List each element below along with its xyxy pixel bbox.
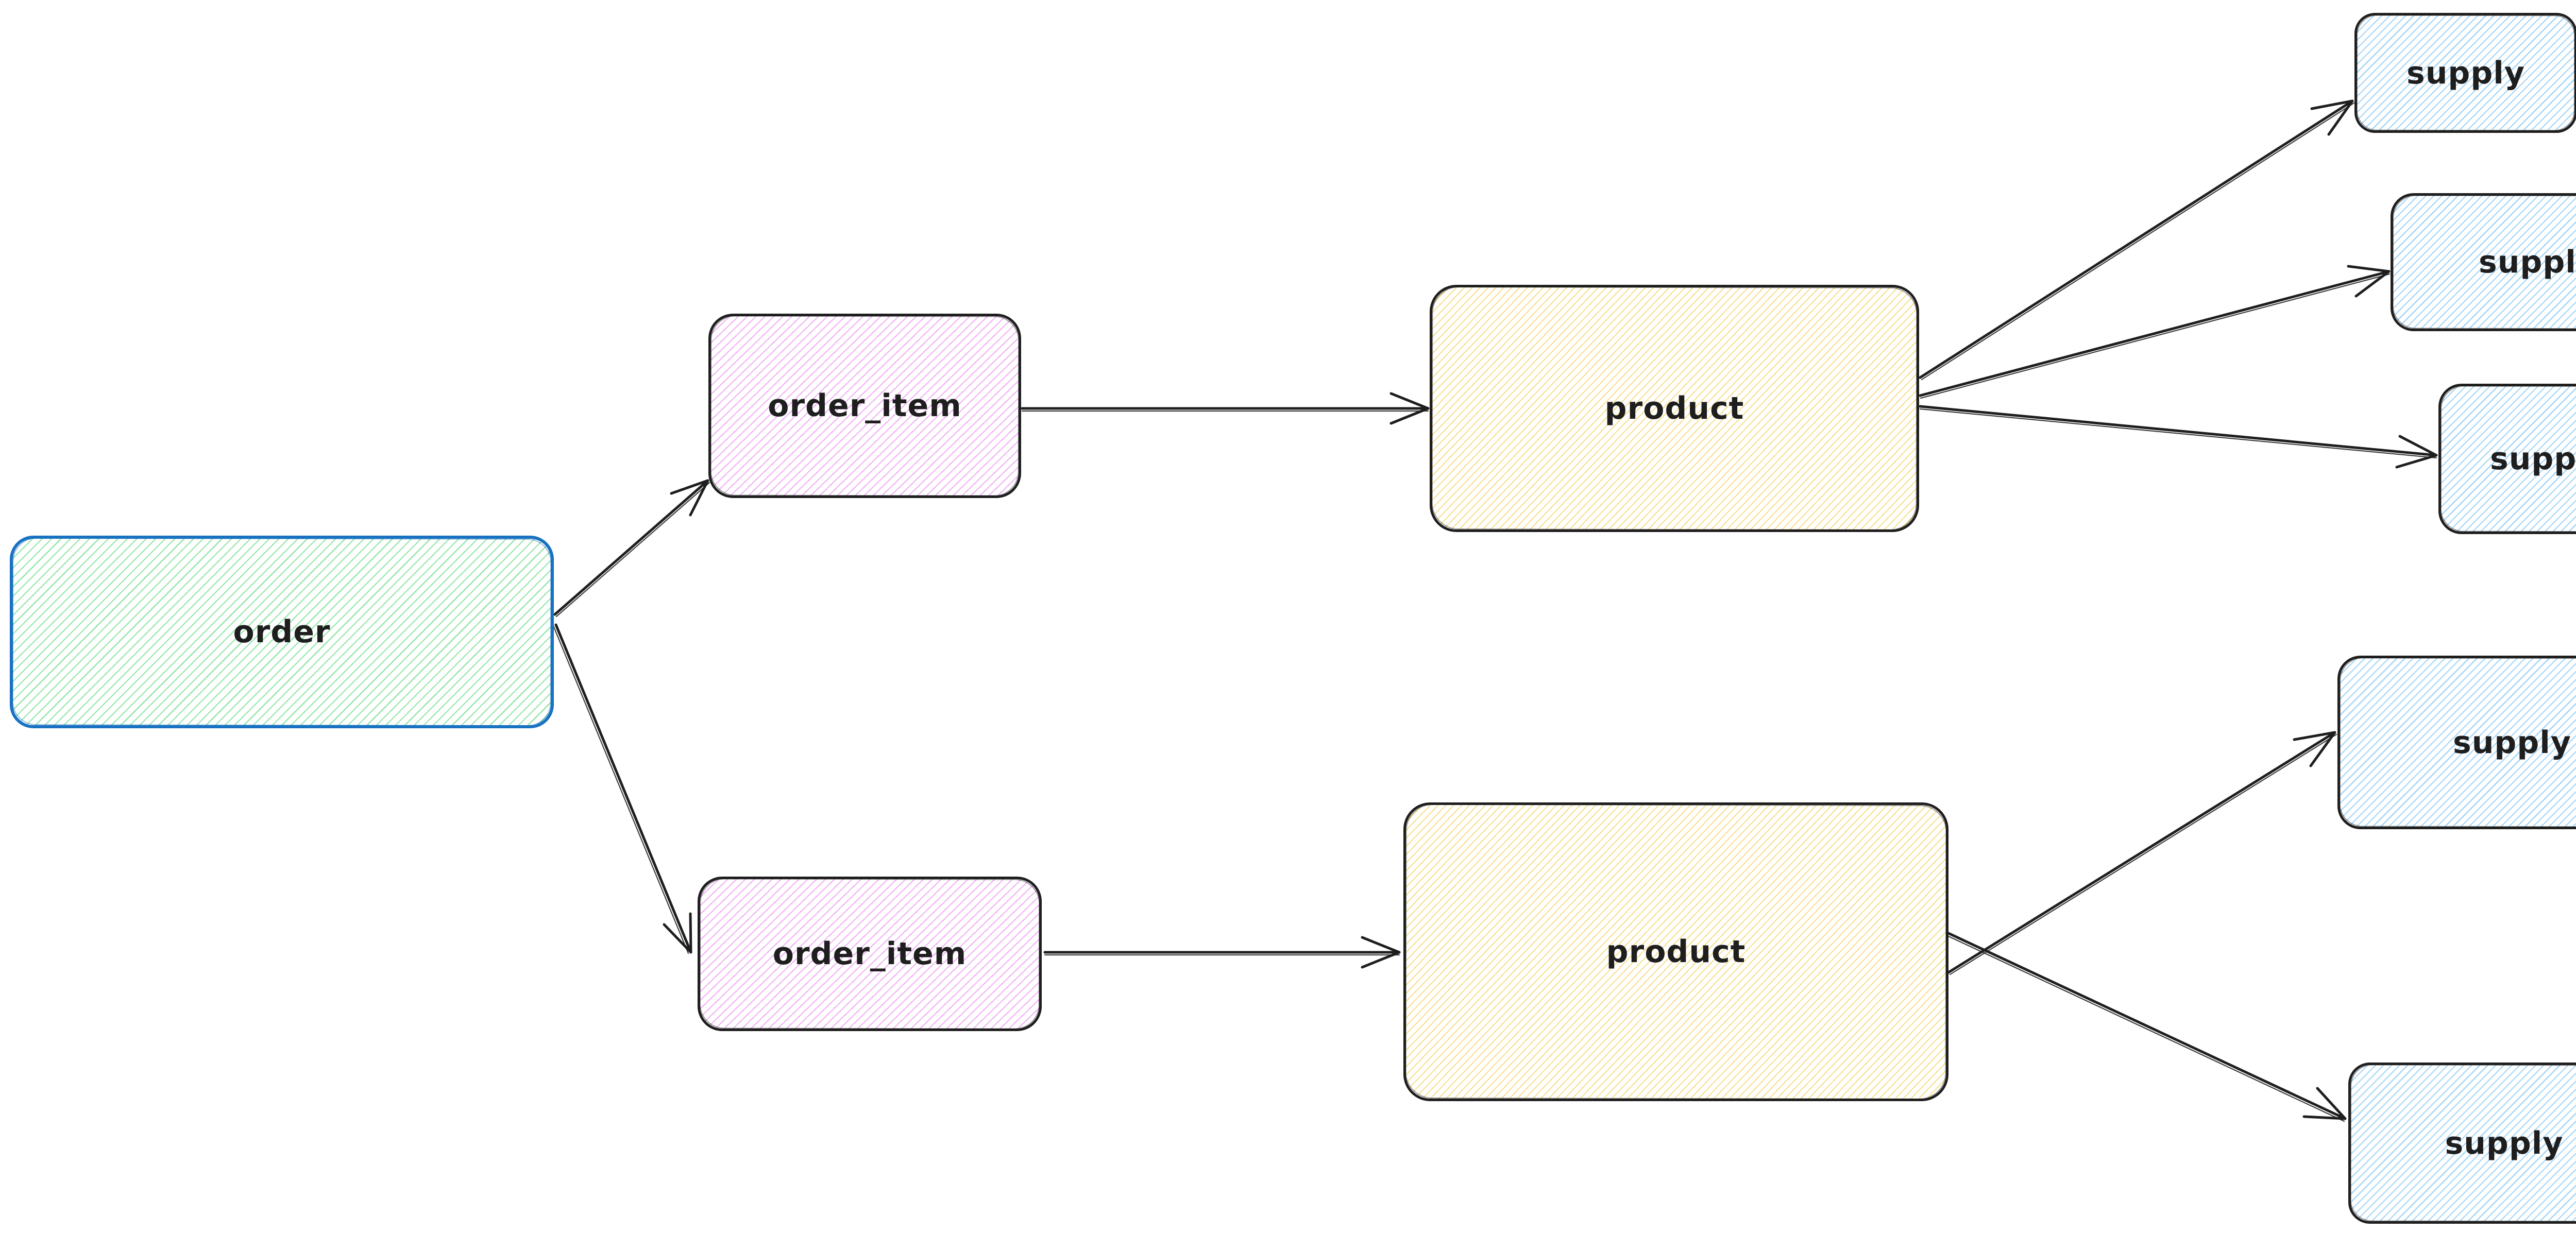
arrow-order-to-order-item-top[interactable]	[553, 479, 710, 618]
node-supply-4[interactable]: supply	[2337, 656, 2576, 829]
node-label: supply	[2452, 724, 2571, 761]
arrow-order-item-bottom-to-product-bottom[interactable]	[1043, 936, 1401, 969]
arrow-order-item-top-to-product-top[interactable]	[1021, 392, 1430, 425]
arrow-product-bottom-to-supply-5[interactable]	[1946, 932, 2347, 1122]
node-label: supply	[2445, 1125, 2564, 1161]
node-label: supply	[2478, 244, 2576, 280]
node-supply-3[interactable]: supply	[2438, 384, 2576, 534]
arrow-product-top-to-supply-3[interactable]	[1919, 405, 2438, 469]
node-label: product	[1604, 390, 1744, 426]
node-supply-2[interactable]: supply	[2391, 193, 2576, 331]
node-label: supply	[2489, 441, 2576, 477]
node-label: order_item	[768, 388, 962, 424]
node-label: order	[233, 614, 331, 650]
arrow-order-to-order-item-bottom[interactable]	[552, 623, 692, 954]
node-supply-5[interactable]: supply	[2348, 1063, 2576, 1224]
node-supply-1[interactable]: supply	[2354, 13, 2576, 133]
node-order-item-bottom[interactable]: order_item	[698, 877, 1042, 1031]
node-order-item-top[interactable]: order_item	[708, 314, 1021, 498]
arrow-product-bottom-to-supply-4[interactable]	[1947, 731, 2337, 975]
node-label: order_item	[772, 936, 967, 972]
node-label: product	[1606, 934, 1746, 970]
arrow-product-top-to-supply-1[interactable]	[1919, 99, 2355, 381]
node-product-top[interactable]: product	[1430, 285, 1919, 532]
arrow-product-top-to-supply-2[interactable]	[1919, 265, 2391, 399]
node-product-bottom[interactable]: product	[1403, 802, 1948, 1101]
node-order[interactable]: order	[10, 536, 554, 728]
node-label: supply	[2406, 55, 2525, 91]
